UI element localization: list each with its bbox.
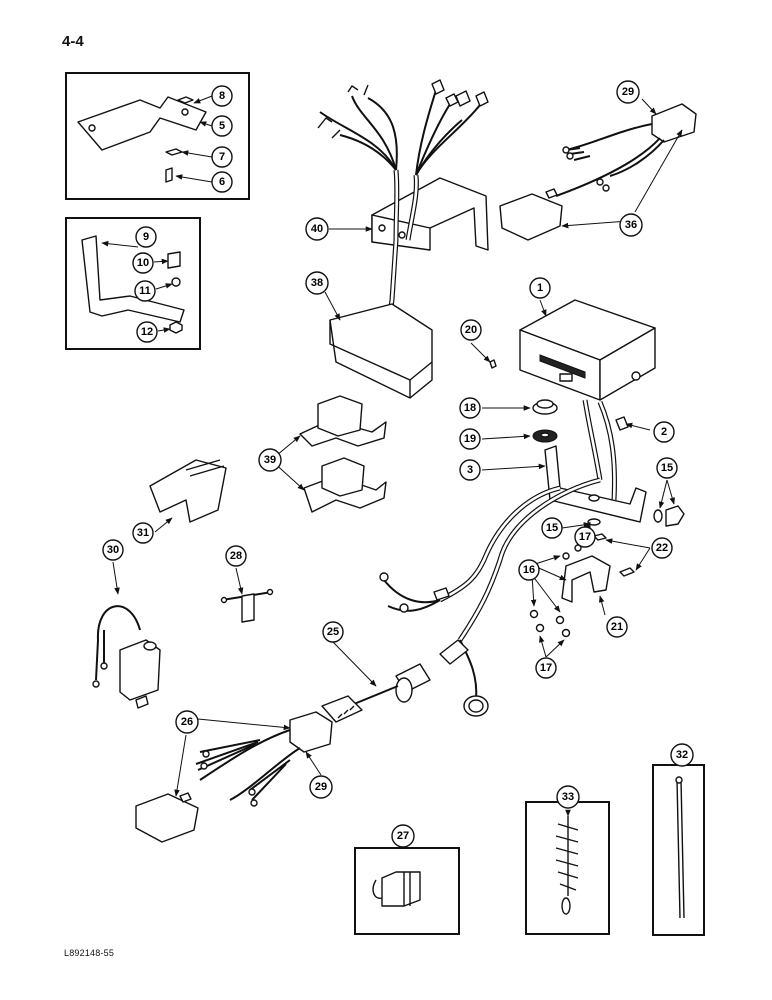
callout-label: 29: [315, 781, 327, 793]
callout-label: 11: [139, 285, 151, 297]
bracket-39: [299, 395, 387, 513]
harness-40-bracket: [317, 79, 489, 399]
callout-33: 33: [556, 785, 580, 809]
callout-label: 5: [219, 120, 225, 132]
callout-label: 18: [464, 402, 476, 414]
grommets-18-19: [532, 399, 558, 443]
callout-label: 27: [397, 830, 409, 842]
callout-label: 8: [219, 90, 225, 102]
inset-bracket-9-12: [65, 217, 201, 350]
callout-25: 25: [322, 621, 344, 643]
callout-label: 29: [622, 86, 634, 98]
control-unit-1: [489, 299, 656, 501]
knob-15: [587, 505, 685, 527]
callout-1: 1: [529, 277, 551, 299]
callout-40: 40: [305, 217, 329, 241]
callout-label: 10: [137, 257, 149, 269]
callout-36: 36: [619, 213, 643, 237]
harness-29-36: [499, 103, 697, 241]
callout-7: 7: [211, 146, 233, 168]
callout-10: 10: [132, 252, 154, 274]
callout-15: 15: [541, 517, 563, 539]
callout-label: 17: [579, 531, 591, 543]
callout-label: 30: [107, 544, 119, 556]
callout-29: 29: [309, 775, 333, 799]
inset-27: [354, 847, 460, 935]
inset-bracket-5-8: [65, 72, 250, 200]
mounting-bracket-3: [544, 445, 647, 523]
sensor-30: [92, 605, 161, 709]
document-code: L892148-55: [64, 948, 115, 958]
callout-label: 26: [181, 716, 193, 728]
callout-label: 36: [625, 219, 637, 231]
callout-5: 5: [211, 115, 233, 137]
callout-18: 18: [459, 397, 481, 419]
callout-29: 29: [616, 80, 640, 104]
connector-25: [321, 663, 431, 723]
callout-26: 26: [175, 710, 199, 734]
callout-label: 39: [264, 454, 276, 466]
callout-31: 31: [132, 522, 154, 544]
fuse-28: [220, 588, 274, 623]
callout-label: 21: [611, 621, 623, 633]
callout-label: 6: [219, 176, 225, 188]
callout-label: 22: [656, 542, 668, 554]
callout-17: 17: [574, 526, 596, 548]
callout-label: 38: [311, 277, 323, 289]
callout-28: 28: [225, 545, 247, 567]
callout-12: 12: [136, 321, 158, 343]
callout-8: 8: [211, 85, 233, 107]
callout-label: 20: [465, 324, 477, 336]
callout-32: 32: [670, 743, 694, 767]
harness-26-29: [135, 711, 333, 843]
callout-6: 6: [211, 171, 233, 193]
callout-label: 9: [143, 231, 149, 243]
callout-9: 9: [135, 226, 157, 248]
callout-label: 15: [546, 522, 558, 534]
callout-label: 1: [537, 282, 543, 294]
callout-30: 30: [102, 539, 124, 561]
callout-label: 31: [137, 527, 149, 539]
callout-16: 16: [518, 559, 540, 581]
callout-label: 16: [523, 564, 535, 576]
callout-label: 25: [327, 626, 339, 638]
bracket-21: [529, 533, 635, 638]
callout-label: 7: [219, 151, 225, 163]
callout-19: 19: [459, 428, 481, 450]
callout-15: 15: [656, 457, 678, 479]
leader-lines: [101, 95, 683, 817]
page-number: 4-4: [62, 33, 84, 50]
callout-label: 40: [311, 223, 323, 235]
callout-3: 3: [459, 459, 481, 481]
inset-32: [652, 764, 705, 936]
callout-label: 28: [230, 550, 242, 562]
inset-33: [525, 801, 610, 935]
shield-31: [149, 459, 227, 523]
callout-39: 39: [258, 448, 282, 472]
callout-27: 27: [391, 824, 415, 848]
callout-label: 12: [141, 326, 153, 338]
callout-11: 11: [134, 280, 156, 302]
callout-label: 15: [661, 462, 673, 474]
callout-17: 17: [535, 657, 557, 679]
callout-label: 2: [661, 426, 667, 438]
callout-label: 3: [467, 464, 473, 476]
callout-22: 22: [651, 537, 673, 559]
main-cables: [379, 477, 601, 717]
callout-label: 17: [540, 662, 552, 674]
callout-label: 32: [676, 749, 688, 761]
callout-38: 38: [305, 271, 329, 295]
callout-label: 33: [562, 791, 574, 803]
callout-20: 20: [460, 319, 482, 341]
callout-label: 19: [464, 433, 476, 445]
callout-2: 2: [653, 421, 675, 443]
callout-21: 21: [606, 616, 628, 638]
